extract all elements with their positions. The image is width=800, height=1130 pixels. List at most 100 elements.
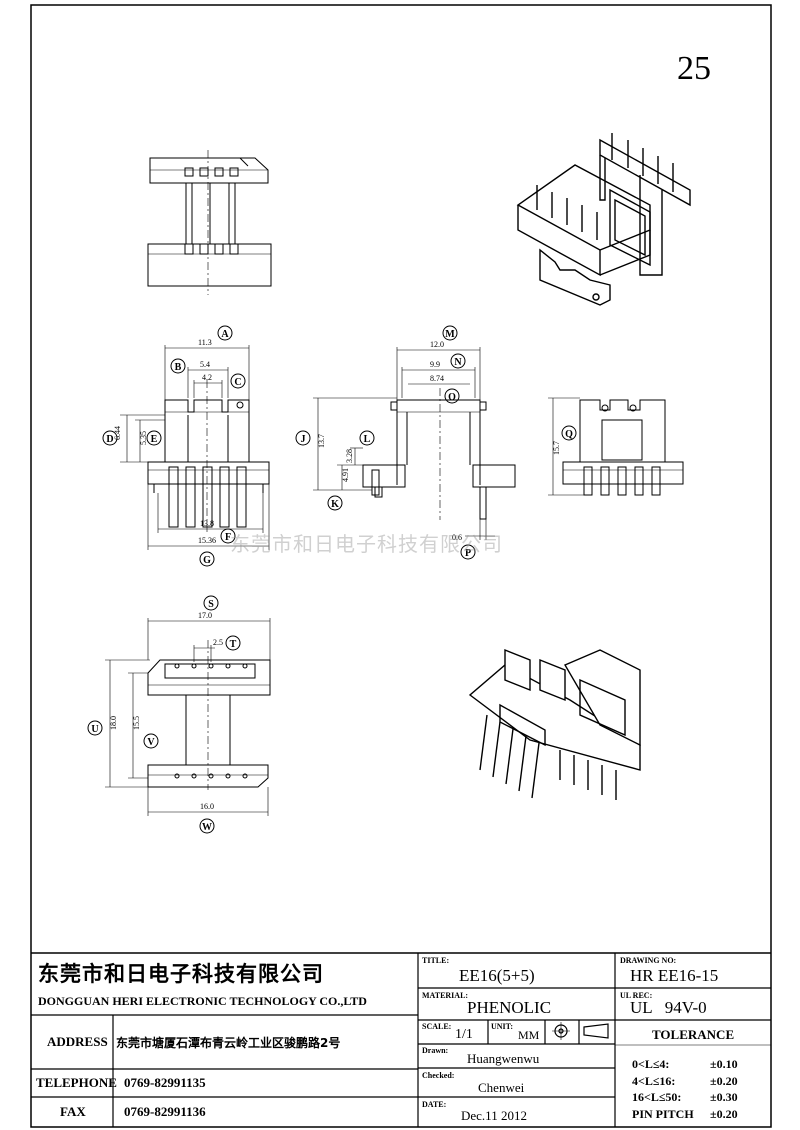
dim-P-value: 0.6 bbox=[452, 533, 462, 542]
balloon-C: C bbox=[230, 373, 246, 389]
dim-M-value: 12.0 bbox=[430, 340, 444, 349]
dim-S-value: 17.0 bbox=[198, 611, 212, 620]
address-label: ADDRESS bbox=[47, 1034, 108, 1049]
telephone-value: 0769-82991135 bbox=[124, 1075, 206, 1090]
title-block-grid bbox=[31, 952, 771, 1127]
balloon-A: A bbox=[217, 325, 233, 341]
dim-U-value: 18.0 bbox=[109, 716, 118, 730]
svg-text:S: S bbox=[208, 599, 214, 610]
unit-value: MM bbox=[518, 1028, 540, 1042]
dim-L-value: 3.28 bbox=[345, 449, 354, 463]
rear-view bbox=[548, 397, 684, 496]
svg-text:W: W bbox=[202, 822, 212, 833]
balloon-G: G bbox=[199, 551, 215, 567]
svg-text:F: F bbox=[225, 532, 231, 543]
bottom-view bbox=[105, 618, 271, 816]
balloon-P: P bbox=[460, 544, 476, 560]
dim-K-value: 4.91 bbox=[341, 468, 350, 482]
balloon-U: U bbox=[87, 720, 103, 736]
balloon-N: N bbox=[450, 353, 466, 369]
balloon-E: E bbox=[146, 430, 162, 446]
drawn-label: Drawn: bbox=[422, 1046, 449, 1055]
checked-label: Checked: bbox=[422, 1071, 455, 1080]
svg-text:A: A bbox=[221, 329, 229, 340]
scale-value: 1/1 bbox=[455, 1027, 473, 1042]
isometric-view-bottom bbox=[468, 648, 641, 800]
drawn-value: Huangwenwu bbox=[467, 1051, 540, 1066]
balloon-D: D bbox=[102, 430, 118, 446]
svg-text:M: M bbox=[445, 329, 455, 340]
ul-rec-value: UL 94V-0 bbox=[630, 998, 707, 1017]
dim-Q-value: 15.7 bbox=[552, 441, 561, 455]
balloon-W: W bbox=[199, 818, 215, 834]
checked-value: Chenwei bbox=[478, 1080, 525, 1095]
balloon-T: T bbox=[225, 635, 241, 651]
drawing-no-value: HR EE16-15 bbox=[630, 966, 719, 985]
tolerance-value-3: ±0.30 bbox=[710, 1090, 738, 1104]
dim-W-value: 16.0 bbox=[200, 802, 214, 811]
svg-text:B: B bbox=[175, 362, 182, 373]
fax-value: 0769-82991136 bbox=[124, 1104, 206, 1119]
fax-label: FAX bbox=[60, 1104, 86, 1119]
material-label: MATERIAL: bbox=[422, 991, 469, 1000]
svg-text:Q: Q bbox=[565, 429, 573, 440]
balloon-F: F bbox=[220, 528, 236, 544]
svg-text:G: G bbox=[203, 555, 211, 566]
tolerance-value-4: ±0.20 bbox=[710, 1107, 738, 1121]
dim-O-value: 8.74 bbox=[430, 374, 444, 383]
scale-label: SCALE: bbox=[422, 1022, 452, 1031]
svg-text:D: D bbox=[106, 434, 113, 445]
company-name-en: DONGGUAN HERI ELECTRONIC TECHNOLOGY CO.,… bbox=[38, 994, 367, 1008]
dim-G-value: 15.36 bbox=[198, 536, 216, 545]
svg-text:E: E bbox=[151, 434, 158, 445]
svg-text:P: P bbox=[465, 548, 471, 559]
balloon-M: M bbox=[442, 325, 458, 341]
sheet-border bbox=[30, 4, 772, 1128]
tolerance-range-2: 4<L≤16: bbox=[632, 1074, 676, 1088]
balloon-L: L bbox=[359, 430, 375, 446]
tolerance-value-1: ±0.10 bbox=[710, 1057, 738, 1071]
page-number: 25 bbox=[677, 50, 711, 87]
front-view bbox=[120, 345, 270, 550]
tolerance-value-2: ±0.20 bbox=[710, 1074, 738, 1088]
dim-F-value: 13.8 bbox=[200, 519, 214, 528]
svg-text:T: T bbox=[230, 639, 237, 650]
isometric-view-top bbox=[516, 133, 691, 306]
svg-text:K: K bbox=[331, 499, 339, 510]
title-value: EE16(5+5) bbox=[459, 966, 535, 985]
balloon-B: B bbox=[170, 358, 186, 374]
tolerance-range-1: 0<L≤4: bbox=[632, 1057, 670, 1071]
svg-text:O: O bbox=[448, 392, 456, 403]
dim-B-value: 5.4 bbox=[200, 360, 210, 369]
svg-text:L: L bbox=[364, 434, 371, 445]
svg-text:V: V bbox=[147, 737, 155, 748]
tolerance-label: TOLERANCE bbox=[652, 1027, 735, 1042]
dim-D-value: 6.44 bbox=[113, 426, 122, 440]
dim-A-value: 11.3 bbox=[198, 338, 212, 347]
dim-E-value: 5.35 bbox=[139, 431, 148, 445]
svg-text:J: J bbox=[301, 434, 306, 445]
dim-N-value: 9.9 bbox=[430, 360, 440, 369]
balloon-S: S bbox=[203, 595, 219, 611]
tolerance-range-4: PIN PITCH bbox=[632, 1107, 694, 1121]
svg-text:U: U bbox=[91, 724, 98, 735]
dim-V-value: 15.5 bbox=[132, 716, 141, 730]
title-label: TITLE: bbox=[422, 956, 450, 965]
telephone-label: TELEPHONE bbox=[36, 1075, 117, 1090]
svg-text:C: C bbox=[234, 377, 241, 388]
material-value: PHENOLIC bbox=[467, 998, 552, 1017]
ul-rec-label: UL REC: bbox=[620, 991, 653, 1000]
top-view bbox=[147, 150, 272, 295]
date-label: DATE: bbox=[422, 1100, 447, 1109]
balloon-J: J bbox=[295, 430, 311, 446]
svg-text:N: N bbox=[454, 357, 462, 368]
balloon-V: V bbox=[143, 733, 159, 749]
drawing-no-label: DRAWING NO: bbox=[620, 956, 677, 965]
date-value: Dec.11 2012 bbox=[461, 1108, 527, 1123]
balloon-Q: Q bbox=[561, 425, 577, 441]
tolerance-range-3: 16<L≤50: bbox=[632, 1090, 682, 1104]
dim-C-value: 4.2 bbox=[202, 373, 212, 382]
